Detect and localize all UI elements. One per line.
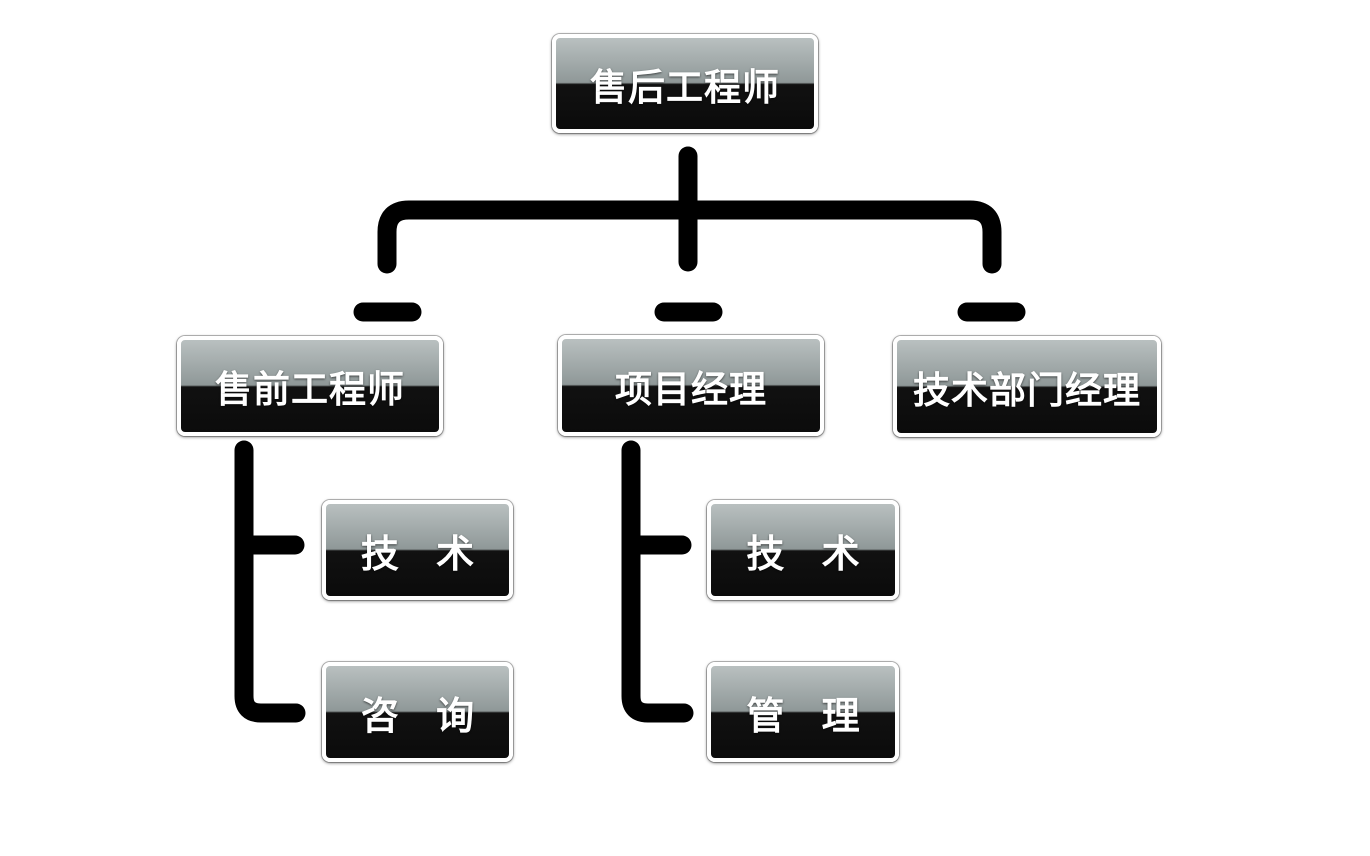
node-pm-technology: 技 术 [707, 500, 899, 600]
node-tech-dept-manager: 技术部门经理 [893, 336, 1161, 437]
node-presales-consulting: 咨 询 [322, 662, 513, 762]
node-presales-engineer: 售前工程师 [177, 336, 443, 436]
node-project-manager: 项目经理 [558, 335, 824, 436]
node-presales-engineer-label: 售前工程师 [215, 368, 405, 411]
root-node-after-sales-engineer: 售后工程师 [552, 34, 818, 133]
node-presales-technology-label: 技 术 [360, 531, 487, 576]
pm-branch-connector [621, 440, 694, 723]
node-presales-consulting-label: 咨 询 [360, 693, 487, 738]
node-pm-management: 管 理 [707, 662, 899, 762]
level1-bus-connector [377, 200, 1002, 274]
node-tech-dept-manager-label: 技术部门经理 [913, 368, 1141, 412]
presales-branch-connector [234, 440, 306, 723]
node-pm-technology-label: 技 术 [746, 531, 872, 576]
node-presales-technology: 技 术 [322, 500, 513, 600]
node-pm-management-label: 管 理 [746, 693, 872, 738]
root-node-label: 售后工程师 [590, 65, 780, 109]
node-project-manager-label: 项目经理 [615, 367, 767, 411]
